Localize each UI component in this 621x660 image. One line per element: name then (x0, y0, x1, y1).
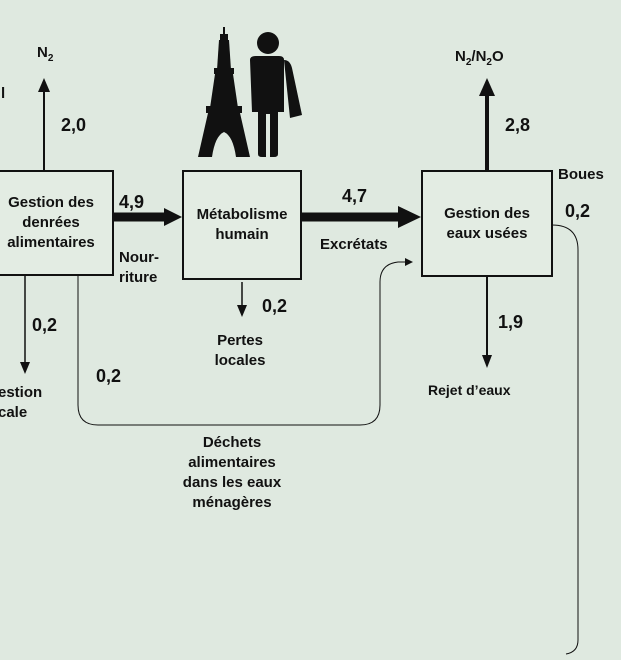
n2-n2o-label: N2/N2O (455, 47, 504, 73)
gestion-eaux-line1: Gestion des (444, 204, 530, 222)
gestion-locale-arrow (20, 275, 30, 374)
n2-label-main: N (37, 44, 48, 61)
rejet-eaux-value: 1,9 (498, 312, 524, 332)
dechets-loop-line (77, 258, 413, 426)
boues-loop-line (551, 224, 579, 655)
n2-label: N2 (37, 43, 53, 69)
pertes-locales-arrow (237, 282, 247, 317)
dechets-line2: alimentaires (188, 454, 276, 471)
n2-value: 2,0 (61, 115, 87, 135)
rejet-eaux-arrow (482, 277, 492, 368)
gestion-denrees-line1: Gestion des (8, 194, 94, 211)
eiffel-tower-icon (198, 27, 250, 157)
n2-arrow (38, 78, 50, 170)
rejet-eaux-label: Rejet d’eaux (428, 382, 511, 398)
nourriture-line2: riture (119, 269, 158, 286)
n2-n2o-value: 2,8 (505, 115, 531, 135)
gestion-eaux-line2: eaux usées (446, 224, 528, 242)
dechets-line3: dans les eaux (182, 474, 282, 491)
n2o-a: N (455, 48, 466, 65)
nourriture-value: 4,9 (119, 192, 145, 212)
excretats-label: Excrétats (320, 236, 388, 253)
gestion-denrees-line3: alimentaires (7, 234, 95, 251)
metabolisme-line2: humain (215, 226, 269, 243)
pertes-locales-label: Pertes locales (203, 331, 277, 371)
n2-n2o-arrow (479, 78, 495, 170)
dechets-value: 0,2 (96, 366, 122, 386)
gestion-locale-label: estion cale (0, 383, 42, 423)
dechets-line1: Déchets (202, 434, 262, 451)
nourriture-arrow (114, 208, 182, 226)
dechets-line4: ménagères (192, 494, 272, 511)
pertes-locales-line2: locales (214, 352, 266, 369)
left-edge-label: l (1, 85, 6, 102)
metabolisme-line1: Métabolisme (196, 206, 288, 223)
gestion-locale-line1: estion (0, 384, 43, 401)
pertes-locales-value: 0,2 (262, 296, 288, 316)
gestion-locale-value: 0,2 (32, 315, 58, 335)
boues-value: 0,2 (565, 201, 591, 221)
n2o-b: /N (471, 48, 487, 65)
excretats-arrow (302, 206, 421, 228)
metabolisme-box: Métabolisme humain (182, 170, 302, 280)
person-icon (250, 32, 302, 157)
boues-label: Boues (558, 166, 604, 183)
n2-label-sub: 2 (47, 53, 54, 64)
nourriture-line1: Nour- (119, 249, 159, 266)
gestion-denrees-line2: denrées (22, 214, 80, 231)
n2o-sub-a: 2 (465, 57, 472, 68)
excretats-value: 4,7 (342, 186, 368, 206)
gestion-locale-line2: cale (0, 404, 28, 421)
pertes-locales-line1: Pertes (217, 332, 263, 349)
dechets-label: Déchets alimentaires dans les eaux ménag… (150, 433, 314, 513)
gestion-eaux-box: Gestion des eaux usées (421, 170, 553, 277)
gestion-denrees-box: Gestion des denrées alimentaires (0, 170, 114, 276)
nourriture-label: Nour- riture (119, 248, 159, 288)
n2o-sub-b: 2 (486, 57, 492, 68)
n2o-c: O (491, 48, 504, 65)
